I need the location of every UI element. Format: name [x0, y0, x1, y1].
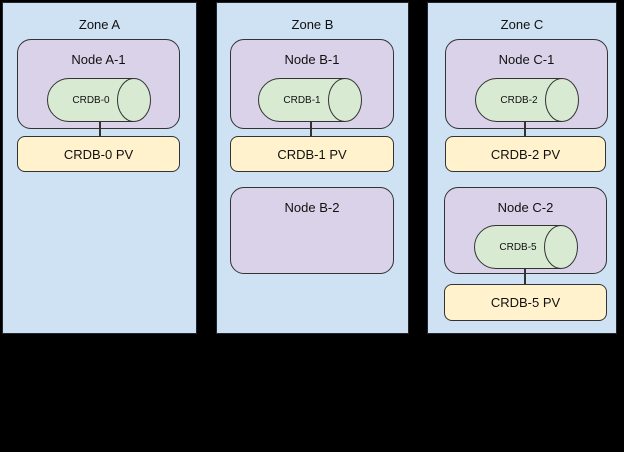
zone-a-label: Zone A: [78, 17, 121, 32]
pv-crdb-5: CRDB-5 PV: [444, 284, 607, 321]
pod-crdb-5-label: CRDB-5: [499, 241, 537, 253]
pod-cylinder-crdb-5-icon: [474, 225, 578, 269]
pv-crdb-0-label: CRDB-0 PV: [63, 146, 134, 162]
zone-c-label: Zone C: [500, 17, 544, 32]
node-b1-label: Node B-1: [284, 52, 340, 67]
connector-crdb-0-to-pv: [99, 122, 101, 136]
node-a1-label: Node A-1: [71, 52, 126, 67]
pod-crdb-2-label: CRDB-2: [500, 94, 538, 106]
connector-crdb-1-to-pv: [310, 122, 312, 136]
node-c1-label: Node C-1: [498, 52, 555, 67]
zone-a: Zone A Node A-1 CRDB-0 CRDB-0 PV: [2, 2, 197, 334]
node-b2-label: Node B-2: [284, 200, 340, 215]
pv-crdb-0: CRDB-0 PV: [17, 136, 180, 172]
pod-crdb-1-label: CRDB-1: [283, 94, 321, 106]
pv-crdb-2-label: CRDB-2 PV: [490, 146, 561, 162]
pv-crdb-1-label: CRDB-1 PV: [277, 146, 347, 162]
pod-cylinder-crdb-0-icon: [47, 78, 151, 122]
pv-crdb-2: CRDB-2 PV: [445, 136, 606, 172]
node-b2: Node B-2: [230, 187, 394, 274]
zone-b: Zone B Node B-1 CRDB-1 CRDB-1 PV Node B-…: [216, 2, 409, 334]
pod-cylinder-crdb-1-icon: [258, 78, 362, 122]
zone-b-label: Zone B: [291, 17, 334, 32]
node-c2-label: Node C-2: [497, 200, 554, 215]
pod-crdb-0-label: CRDB-0: [72, 94, 110, 106]
connector-crdb-2-to-pv: [524, 122, 526, 136]
pv-crdb-5-label: CRDB-5 PV: [490, 295, 561, 310]
zone-c: Zone C Node C-1 CRDB-2 CRDB-2 PV Node C-…: [427, 2, 617, 334]
pv-crdb-1: CRDB-1 PV: [230, 136, 394, 172]
pod-cylinder-crdb-2-icon: [475, 78, 579, 122]
connector-crdb-5-to-pv: [524, 269, 526, 284]
